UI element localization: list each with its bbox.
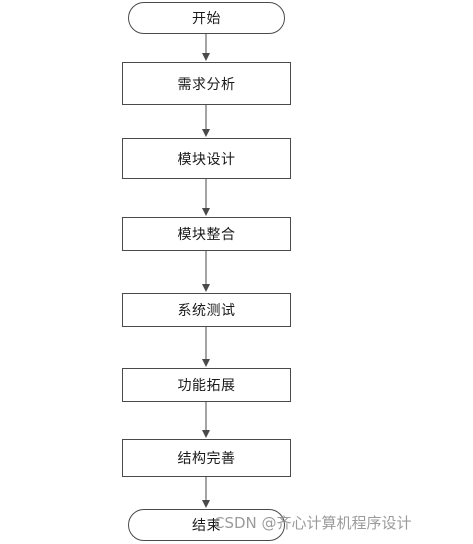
step-module-design: 模块设计 [122,138,291,179]
step-label: 模块设计 [177,151,236,168]
step-label: 功能拓展 [177,378,236,394]
csdn-watermark: CSDN @齐心计算机程序设计 [214,514,412,532]
step-label: 模块整合 [177,227,236,243]
step-module-integration: 模块整合 [122,217,291,251]
step-feature-extension: 功能拓展 [122,368,291,402]
step-label: 结构完善 [177,451,236,467]
step-label: 系统测试 [177,303,236,319]
step-label: 需求分析 [177,76,236,93]
end-node-label: 结束 [192,518,221,534]
start-node: 开始 [128,2,285,34]
step-structure-improvement: 结构完善 [122,439,291,477]
start-node-label: 开始 [192,11,221,27]
step-system-testing: 系统测试 [122,293,291,327]
step-requirements-analysis: 需求分析 [122,62,291,105]
end-node: 结束 [128,509,285,541]
